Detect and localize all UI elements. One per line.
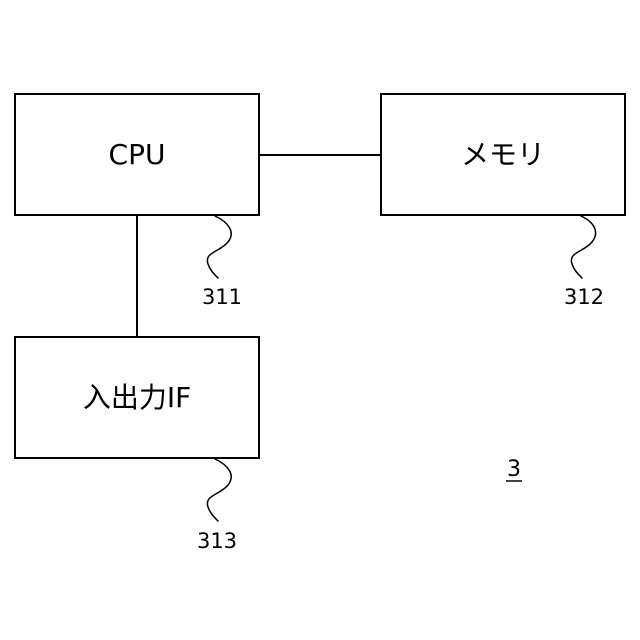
memory-label: メモリ [461, 138, 545, 171]
io-ref-number: 313 [197, 529, 237, 553]
figure-number: 3 [506, 457, 522, 482]
io-interface-block: 入出力IF [15, 337, 259, 458]
memory-block: メモリ [381, 94, 625, 215]
memory-ref-number: 312 [564, 285, 604, 309]
io-interface-label: 入出力IF [83, 381, 191, 414]
cpu-ref-number: 311 [202, 285, 242, 309]
figure-number-text: 3 [507, 457, 521, 482]
cpu-block: CPU [15, 94, 259, 215]
cpu-label: CPU [109, 138, 166, 171]
cpu-ref-leader [207, 216, 231, 278]
memory-ref-leader [571, 216, 595, 278]
io-ref-leader [207, 459, 231, 521]
